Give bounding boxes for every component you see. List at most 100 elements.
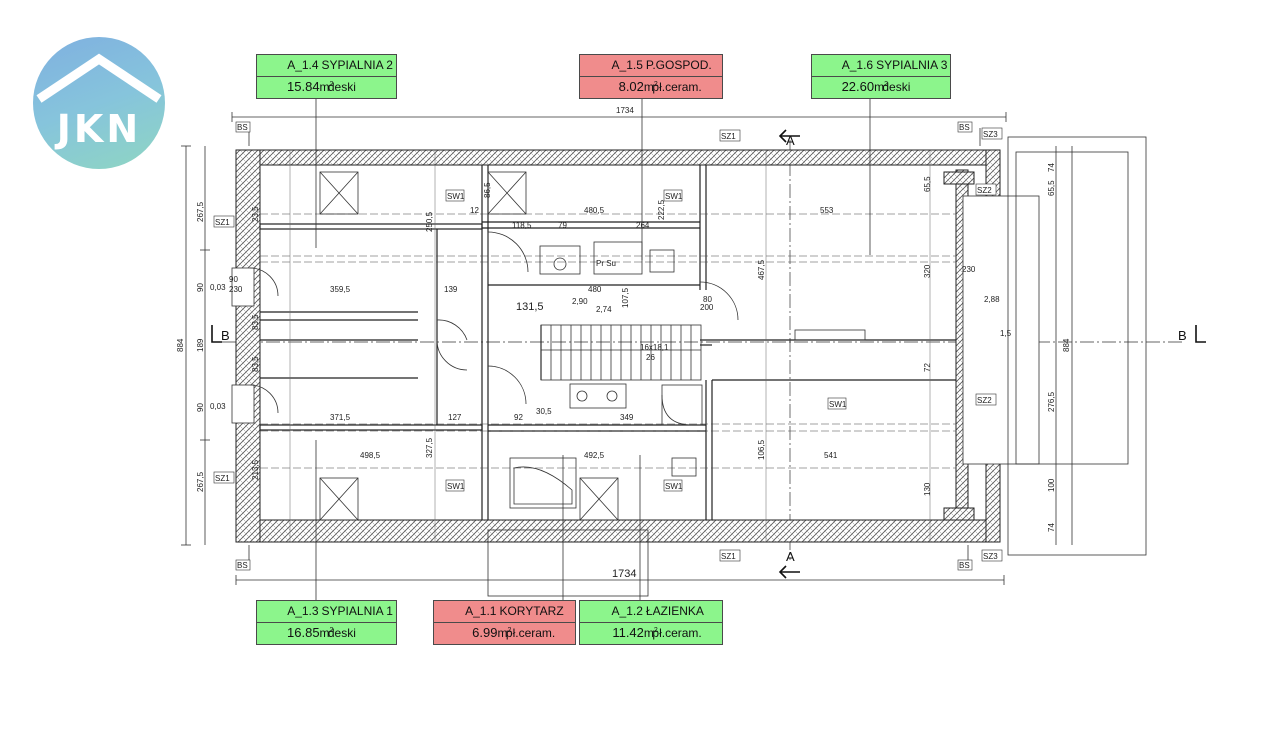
dim-text: 100 [1047,478,1056,492]
room-code: A_1.1 [465,604,497,618]
section-lines [222,140,1185,560]
overall-width-bottom: 1734 [612,568,636,580]
room-area: 15.84 [287,79,320,94]
room-name: SYPIALNIA 3 [876,58,948,72]
dim-text: 371,5 [330,413,351,422]
dim-text: 2,90 [572,297,588,306]
dim-text: 65,5 [1047,180,1056,196]
dim-text: 213,5 [251,459,260,480]
axis-lines [289,150,931,542]
dim-text: 74 [1047,523,1056,532]
dim-text: 200 [700,303,714,312]
tag-bs-d: BS [959,561,970,570]
room-area-unit: m2 [319,80,334,94]
tag-bs-c: BS [237,561,248,570]
dim-text: 189 [196,338,205,352]
room-floor: pł.ceram. [652,80,702,94]
tag-bs-a: BS [237,123,248,132]
dimension-lines [181,112,1073,585]
room-floor: deski [882,80,911,94]
room-area: 11.42 [612,625,644,640]
section-label-a-bottom: A [786,549,795,564]
stairs-label: 16x18,1 [640,343,669,352]
dim-text: 107,5 [621,287,630,308]
dim-text: 74 [1047,163,1056,172]
dim-text: 1,5 [1000,329,1012,338]
section-markers [211,129,1206,579]
room-label-p-gospod: A_1.5 P.GOSPOD. 8.02 m2 pł.ceram. [579,54,723,99]
room-area-unit: m2 [643,80,658,94]
tag-bs-b: BS [959,123,970,132]
tag-sz2-top: SZ2 [977,186,992,195]
dim-text: 492,5 [584,451,605,460]
room-name: ŁAZIENKA [645,604,704,618]
room-floor: pł.ceram. [652,626,702,640]
room-label-lazienka: A_1.2 ŁAZIENKA 11.42 m2 pł.ceram. [579,600,723,645]
room-name: SYPIALNIA 2 [321,58,393,72]
dim-text: 553 [820,206,834,215]
room-area-unit: m2 [643,626,658,640]
element-tags: SZ1 SZ1 SZ1 SZ1 SZ2 SZ2 SZ3 SZ3 SW1 SW1 … [213,121,1003,571]
tag-sz1-top: SZ1 [721,132,736,141]
overall-depth-right: 884 [1062,338,1071,352]
room-area-unit: m2 [319,626,334,640]
dim-text: 230 [962,265,976,274]
dim-text: 2,74 [596,305,612,314]
dim-text: 222,5 [657,199,666,220]
tag-pr-su: Pr Su [596,259,616,268]
room-label-sypialnia-3: A_1.6 SYPIALNIA 3 22.60 m2 deski [811,54,951,99]
section-label-a-top: A [786,133,795,148]
stairs-sub-label: 26 [646,353,655,362]
dim-text: 80 [703,295,712,304]
bathroom-fixtures [509,241,703,509]
dim-text: 267,5 [196,201,205,222]
room-label-sypialnia-1: A_1.3 SYPIALNIA 1 16.85 m2 deski [256,600,397,645]
room-area-unit: m2 [497,626,512,640]
house-roof-icon [36,53,162,103]
tag-sw1-a: SW1 [447,192,465,201]
dim-text: 480,5 [584,206,605,215]
dim-text: 131,5 [516,301,544,313]
room-code: A_1.4 [287,58,319,72]
detail-dimensions: 267,5 267,5 189 90 90 83,5 83,5 23,5 213… [196,163,1056,532]
room-area: 16.85 [287,625,320,640]
tag-sw1-c: SW1 [447,482,465,491]
inner-walls [259,165,956,520]
tag-sz1-bottom: SZ1 [721,552,736,561]
dim-text: 267,5 [196,471,205,492]
dim-text: 349 [620,413,634,422]
overall-depth-left: 884 [176,338,185,352]
dim-text: 139 [444,285,458,294]
section-label-b-left: B [221,328,230,343]
room-code: A_1.6 [841,58,874,72]
dim-text: 498,5 [360,451,381,460]
room-area: 6.99 [472,625,498,640]
dim-text: 72 [923,363,932,372]
dim-text: 86,5 [483,182,492,198]
room-area: 8.02 [618,79,644,94]
room-floor: pł.ceram. [505,626,556,640]
dim-text: 467,5 [757,259,766,280]
dim-text: 12 [470,206,479,215]
roof-lines [260,213,956,469]
dim-text: 23,5 [251,206,260,222]
roof-windows [319,171,619,521]
room-name: KORYTARZ [499,604,564,618]
dim-text: 83,5 [251,356,260,372]
dim-text: 541 [824,451,838,460]
doors [249,231,739,414]
dim-text: 90 [229,275,238,284]
tag-sz1-left-bottom: SZ1 [215,474,230,483]
room-name: P.GOSPOD. [645,58,712,72]
dim-text: 264 [636,221,650,230]
room-area-unit: m2 [874,80,888,94]
room-code: A_1.5 [611,58,643,72]
dim-text: 65,5 [923,176,932,192]
room-code: A_1.3 [287,604,319,618]
dim-text: 30,5 [536,407,552,416]
dim-text: 106,5 [757,439,766,460]
tag-sw1-d: SW1 [665,482,683,491]
dim-text: 79 [558,221,567,230]
dim-text: 90 [196,283,205,292]
staircase [540,324,866,381]
